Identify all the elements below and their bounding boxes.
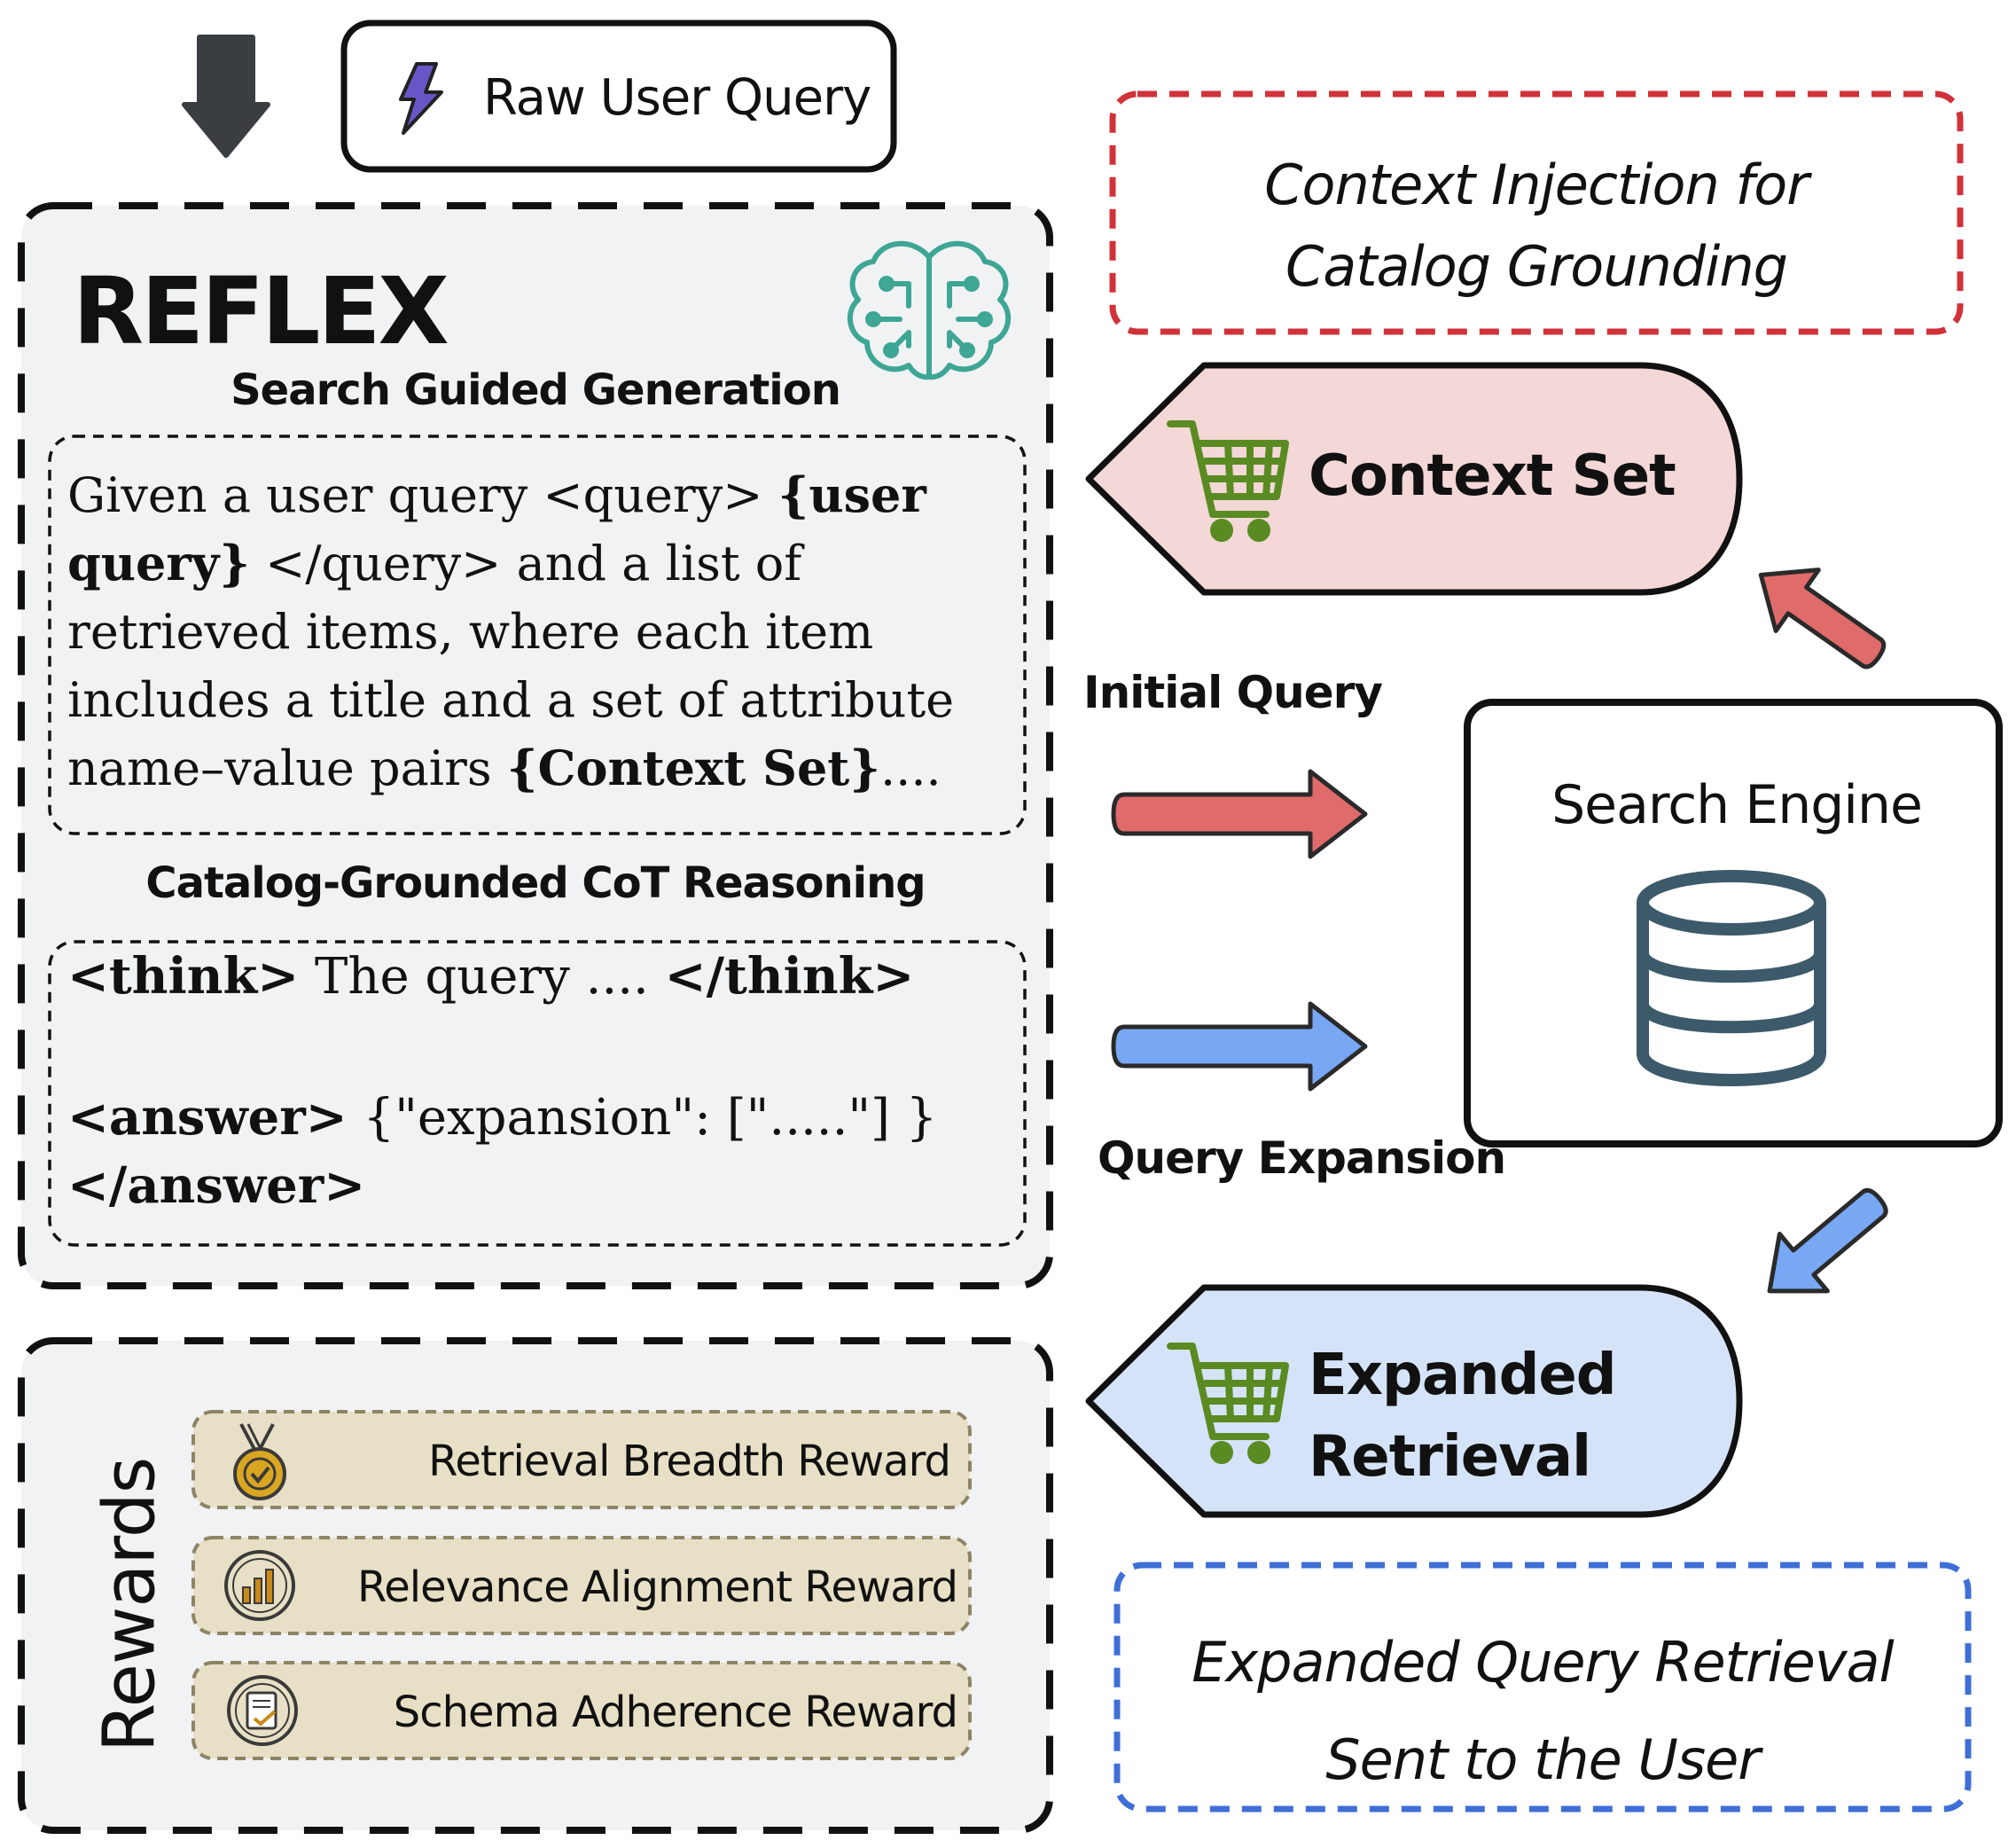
rewards-label: Rewards [88, 1457, 171, 1753]
rewards-label-wrap: Rewards [50, 1454, 209, 1756]
think-line: <think> The query .... </think> [67, 947, 914, 1006]
cot-box [48, 940, 1027, 1247]
raw-query-box [340, 20, 897, 173]
answer-line: <answer> {"expansion": ["....."] } </answ… [67, 1084, 1016, 1220]
reward-box-1 [191, 1410, 972, 1509]
answer-close-tag: </answer> [67, 1156, 366, 1215]
database-icon [1637, 870, 1826, 1086]
bar-chart-icon [224, 1550, 295, 1621]
reward-box-3 [191, 1661, 972, 1760]
document-check-icon [227, 1675, 298, 1746]
think-body: The query .... [299, 948, 665, 1006]
brain-circuit-icon [848, 240, 1011, 380]
prompt-part: Given a user query <query> [67, 467, 778, 523]
prompt-part: </query> and a list of retrieved items, … [67, 536, 955, 796]
medal-icon [233, 1423, 286, 1500]
search-guided-heading: Search Guided Generation [231, 365, 841, 415]
prompt-bold: {user query} [67, 466, 926, 591]
cot-heading: Catalog-Grounded CoT Reasoning [145, 858, 926, 908]
answer-body: {"expansion": ["....."] } [347, 1089, 938, 1147]
expanded-sent-line1: Expanded Query Retrieval [1192, 1630, 1895, 1695]
query-expansion-label: Query Expansion [1098, 1132, 1506, 1184]
initial-query-arrow [1111, 769, 1368, 859]
prompt-part: .... [879, 740, 942, 796]
prompt-box [48, 435, 1027, 835]
reward-box-2 [191, 1536, 972, 1635]
red-diagonal-arrow [1758, 568, 1887, 670]
expanded-sent-box [1113, 1562, 1972, 1813]
context-injection-line2: Catalog Grounding [1285, 234, 1788, 299]
query-expansion-arrow [1111, 1001, 1368, 1092]
context-injection-line1: Context Injection for [1264, 153, 1809, 217]
raw-query-label: Raw User Query [483, 69, 871, 127]
think-open-tag: <think> [67, 947, 300, 1006]
expanded-sent-line2: Sent to the User [1325, 1727, 1761, 1792]
search-engine-label: Search Engine [1551, 774, 1923, 836]
blue-diagonal-arrow [1767, 1187, 1888, 1294]
reward-schema-adherence: Schema Adherence Reward [393, 1687, 958, 1737]
expanded-retrieval-line2: Retrieval [1309, 1424, 1591, 1490]
initial-query-label: Initial Query [1083, 667, 1383, 718]
reward-relevance-alignment: Relevance Alignment Reward [357, 1562, 958, 1612]
prompt-bold: {Context Set} [506, 740, 880, 796]
context-set-label: Context Set [1309, 443, 1676, 509]
prompt-text: Given a user query <query> {user query} … [67, 461, 1016, 803]
shopping-cart-icon [1167, 1343, 1289, 1464]
down-arrow-icon [182, 35, 270, 158]
think-close-tag: </think> [664, 947, 915, 1006]
expanded-retrieval-line1: Expanded [1309, 1343, 1617, 1408]
lightning-icon [399, 62, 443, 135]
reward-retrieval-breadth: Retrieval Breadth Reward [428, 1437, 951, 1486]
shopping-cart-icon [1167, 420, 1289, 542]
context-injection-box [1109, 90, 1964, 335]
reflex-title: REFLEX [73, 257, 449, 365]
answer-open-tag: <answer> [67, 1088, 348, 1147]
